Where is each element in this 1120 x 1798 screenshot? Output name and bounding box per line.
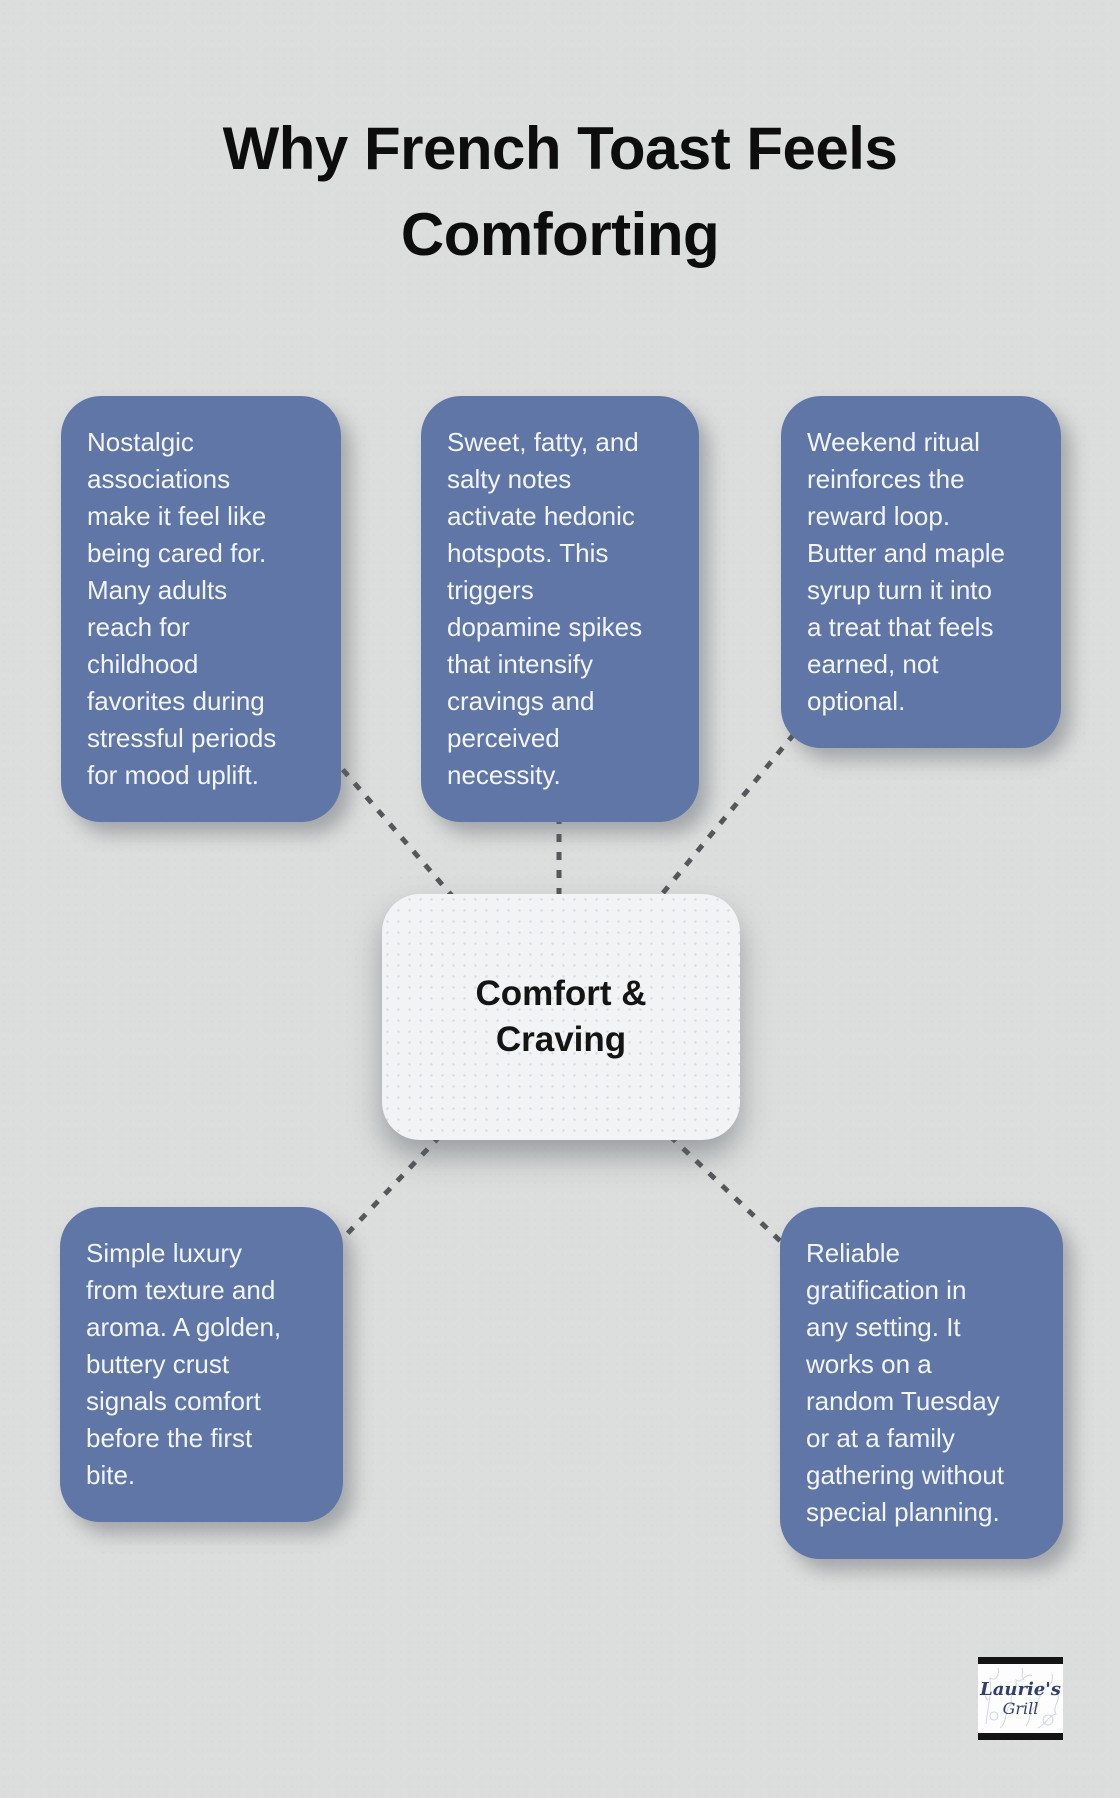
node-nostalgia-text: Nostalgic associations make it feel like… <box>87 427 277 790</box>
center-node-label: Comfort & Craving <box>475 974 647 1059</box>
connector-bottom-right <box>668 1134 796 1256</box>
node-hedonic-text: Sweet, fatty, and salty notes activate h… <box>447 427 643 790</box>
node-hedonic: Sweet, fatty, and salty notes activate h… <box>421 396 699 822</box>
node-reliable-text: Reliable gratification in any setting. I… <box>806 1238 1005 1527</box>
connector-bottom-left <box>326 1134 442 1256</box>
logo-top-bar <box>978 1657 1063 1664</box>
node-luxury-text: Simple luxury from texture and aroma. A … <box>86 1238 282 1490</box>
center-node: Comfort & Craving <box>382 894 740 1140</box>
brand-logo: Laurie's Grill <box>978 1657 1063 1740</box>
node-luxury: Simple luxury from texture and aroma. A … <box>60 1207 343 1522</box>
node-nostalgia: Nostalgic associations make it feel like… <box>61 396 341 822</box>
logo-bottom-bar <box>978 1733 1063 1740</box>
logo-text: Laurie's Grill <box>978 1664 1063 1733</box>
node-ritual-text: Weekend ritual reinforces the reward loo… <box>807 427 1006 716</box>
logo-name-line2: Grill <box>1002 1698 1039 1718</box>
logo-sketch-art <box>981 1667 1059 1729</box>
node-reliable: Reliable gratification in any setting. I… <box>780 1207 1063 1559</box>
page-title: Why French Toast Feels Comforting <box>222 115 898 268</box>
connector-top-left <box>329 754 461 906</box>
logo-name-line1: Laurie's <box>980 1678 1061 1700</box>
node-ritual: Weekend ritual reinforces the reward loo… <box>781 396 1061 748</box>
